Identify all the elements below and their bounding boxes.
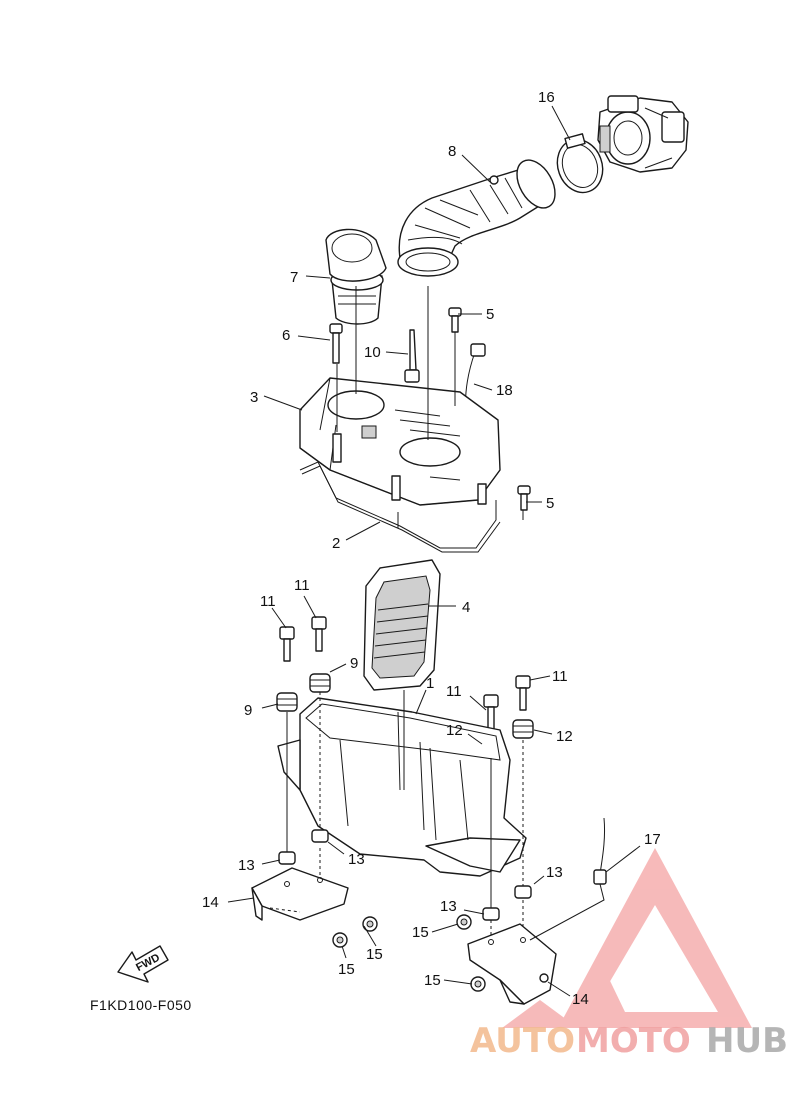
callout-3: 3 [250,389,258,406]
breather-hose-18 [465,343,486,415]
grommet-12-b [512,719,534,739]
diagram-code: F1KD100-F050 [90,997,192,1013]
callout-10: 10 [364,344,381,361]
watermark-text: AUTO MOTO HUB [470,1021,788,1061]
damper-13-c [514,885,532,899]
grommet-9-left [276,692,298,712]
callout-4: 4 [462,599,470,616]
damper-13-b [311,829,329,843]
bolt-11-left [279,626,295,662]
callout-13-b: 13 [348,851,365,868]
screw-5-upper [448,307,462,333]
filter-element-4 [363,559,441,691]
hose-clamp-16 [556,133,604,194]
bracket-14-left [251,867,349,921]
callout-2: 2 [332,535,340,552]
watermark-moto: MOTO [576,1021,691,1061]
grommet-9-mid [309,673,331,693]
callout-12-b: 12 [556,728,573,745]
leader-lines [227,105,641,997]
nut-15-b [332,932,348,948]
callout-13-c: 13 [546,864,563,881]
screw-5-lower [517,485,531,511]
gasket-2 [299,461,501,553]
watermark-auto: AUTO [470,1021,575,1061]
bracket-14-right [467,923,557,1005]
bolt-11-right-a [483,694,499,730]
callout-13-d: 13 [440,898,457,915]
callout-16: 16 [538,89,555,106]
callout-9-b: 9 [244,702,252,719]
nut-15-d [470,976,486,992]
nut-15-c [456,914,472,930]
intake-funnel-7 [325,228,387,325]
callout-14-left: 14 [202,894,219,911]
callout-labels: 16 8 7 5 6 10 18 3 5 2 4 11 11 9 9 1 11 … [202,89,661,1008]
callout-8: 8 [448,143,456,160]
callout-13-a: 13 [238,857,255,874]
callout-14-right: 14 [572,991,589,1008]
cable-tie-10 [404,329,420,383]
callout-6: 6 [282,327,290,344]
callout-12-a: 12 [446,722,463,739]
callout-7: 7 [290,269,298,286]
forward-arrow-icon: FWD [117,945,169,983]
callout-11-a: 11 [260,593,276,610]
callout-18: 18 [496,382,513,399]
watermark-hub: HUB [706,1021,788,1061]
callout-11-d: 11 [552,668,568,685]
callout-1: 1 [426,675,434,692]
nut-15-a [362,916,378,932]
watermark-logo [502,848,752,1028]
intake-joint-8 [397,159,556,277]
hose-clamp-17 [529,817,607,941]
callout-9-a: 9 [350,655,358,672]
callout-15-c: 15 [412,924,429,941]
damper-13-a [278,851,296,865]
callout-5-lower: 5 [546,495,554,512]
bolt-11-right-b [515,675,531,711]
screw-6 [329,323,343,364]
callout-11-c: 11 [446,683,462,700]
callout-5-upper: 5 [486,306,494,323]
bolt-11-mid [311,616,327,652]
callout-15-b: 15 [338,961,355,978]
callout-11-b: 11 [294,577,310,594]
assembly-lines [286,286,524,946]
callout-15-a: 15 [366,946,383,963]
callout-17: 17 [644,831,661,848]
case-cover-3 [299,377,501,506]
throttle-body [597,95,689,173]
damper-13-d [482,907,500,921]
air-cleaner-case-1 [277,697,527,877]
callout-15-d: 15 [424,972,441,989]
